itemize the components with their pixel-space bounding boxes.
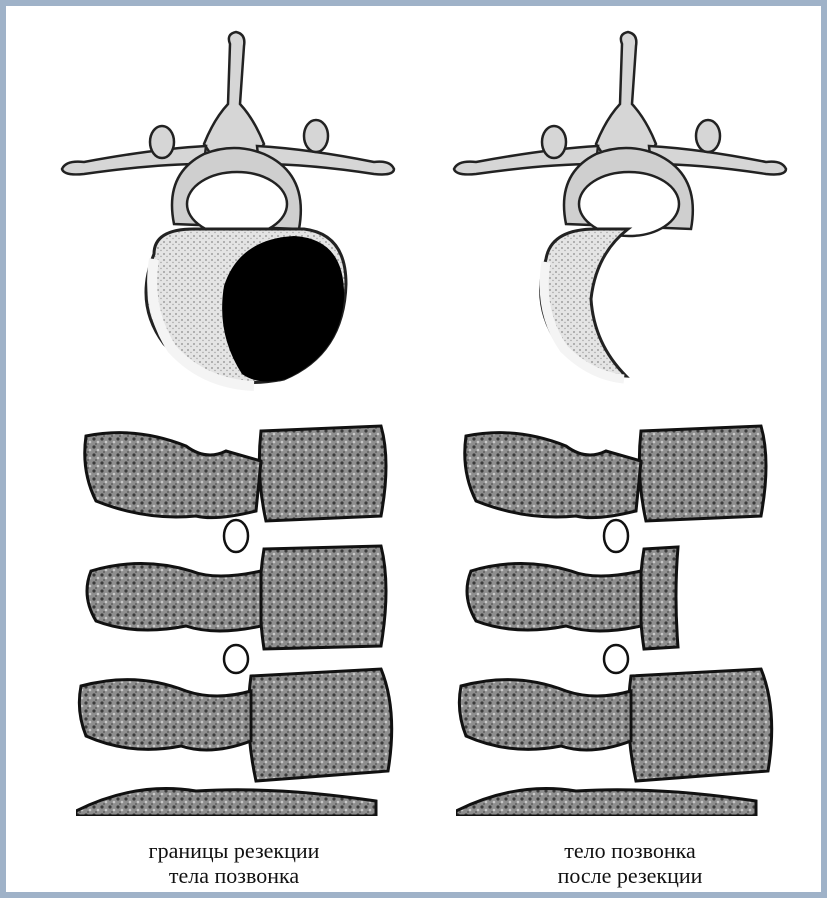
posterior-elements-upper	[85, 433, 261, 518]
vertebral-body-upper	[639, 426, 766, 521]
vertebral-body-upper	[259, 426, 386, 521]
resection-zone	[222, 236, 344, 382]
foramen-upper	[604, 520, 628, 552]
vertebral-body-lower	[628, 669, 771, 781]
posterior-elements-lower	[79, 680, 251, 750]
lumbar-spine-lateral-after-resection	[456, 421, 786, 816]
sacral-base	[456, 789, 756, 817]
posterior-elements-middle	[467, 564, 641, 632]
spinal-canal	[187, 172, 287, 236]
posterior-elements-upper	[465, 433, 641, 518]
right-articular-process	[304, 120, 328, 152]
caption-right-line2: после резекции	[480, 863, 780, 888]
spinous-process	[204, 32, 264, 159]
caption-left-line1: границы резекции	[84, 838, 384, 863]
left-articular-process	[150, 126, 174, 158]
caption-resection-boundaries: границы резекции тела позвонка	[84, 838, 384, 888]
foramen-lower	[604, 645, 628, 673]
sacral-base	[76, 789, 376, 817]
caption-right-line1: тело позвонка	[480, 838, 780, 863]
right-articular-process	[696, 120, 720, 152]
foramen-lower	[224, 645, 248, 673]
posterior-elements-lower	[459, 680, 631, 750]
resected-area	[614, 236, 736, 382]
vertebral-body-lower	[248, 669, 391, 781]
vertebra-axial-with-resection-zone	[54, 24, 399, 394]
caption-body-after-resection: тело позвонка после резекции	[480, 838, 780, 888]
spinous-process	[596, 32, 656, 159]
lumbar-spine-lateral-intact	[76, 421, 406, 816]
spinal-canal	[579, 172, 679, 236]
posterior-elements-middle	[87, 564, 261, 632]
remaining-vertebral-body-middle	[640, 547, 678, 649]
left-articular-process	[542, 126, 566, 158]
vertebral-body-middle	[260, 546, 386, 649]
vertebra-axial-after-resection	[446, 24, 791, 394]
foramen-upper	[224, 520, 248, 552]
caption-left-line2: тела позвонка	[84, 863, 384, 888]
